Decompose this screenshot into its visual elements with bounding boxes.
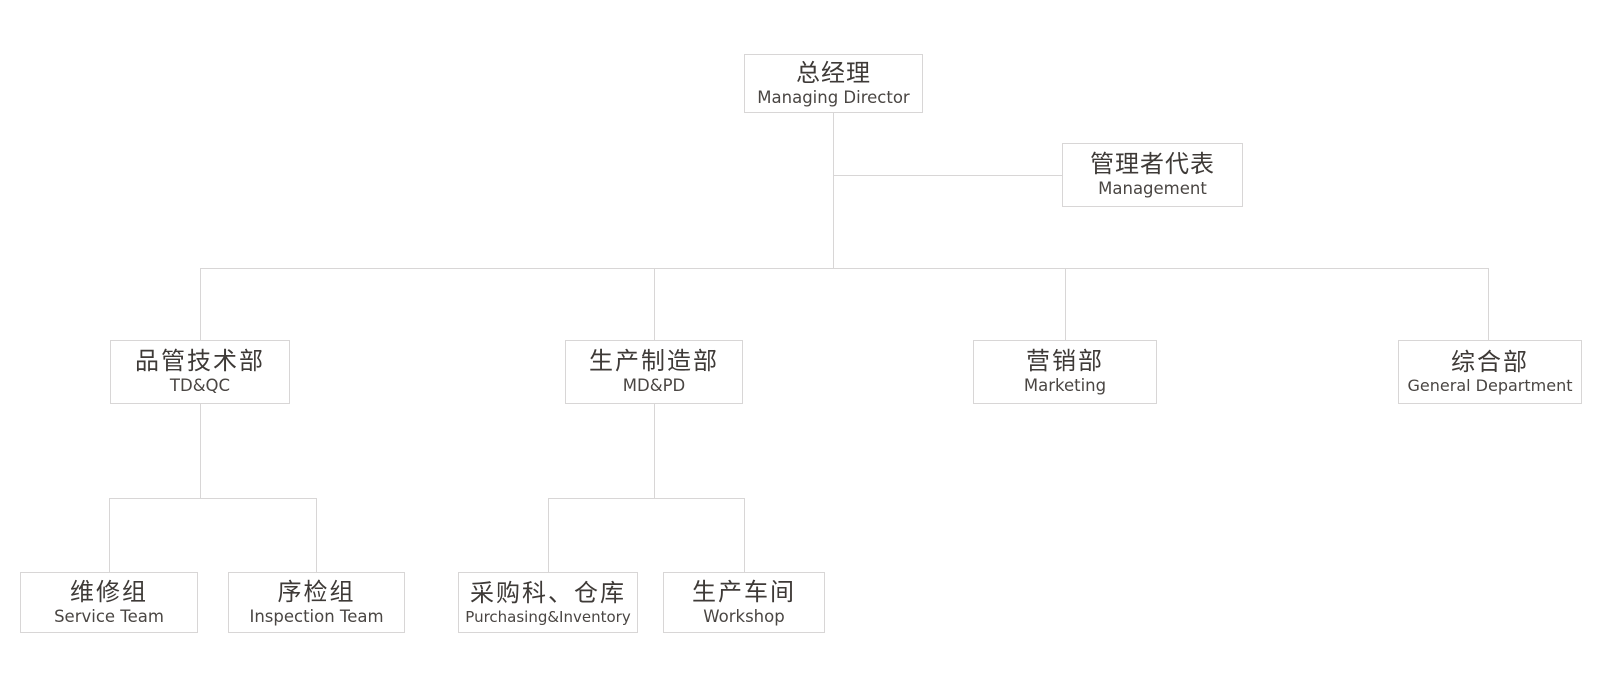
org-node-workshop: 生产车间 Workshop xyxy=(663,572,825,633)
node-title-zh: 营销部 xyxy=(1026,347,1104,376)
org-node-management: 管理者代表 Management xyxy=(1062,143,1243,207)
connector-drop-tdqc xyxy=(200,268,201,340)
org-node-managing-director: 总经理 Managing Director xyxy=(744,54,923,113)
node-title-en: MD&PD xyxy=(622,376,686,396)
node-title-zh: 维修组 xyxy=(70,577,148,606)
org-node-service-team: 维修组 Service Team xyxy=(20,572,198,633)
connector-trunk xyxy=(833,113,834,269)
node-title-en: Managing Director xyxy=(757,87,910,107)
node-title-en: Marketing xyxy=(1023,376,1107,396)
connector-drop-workshop xyxy=(744,498,745,572)
connector-drop-service-team xyxy=(109,498,110,572)
node-title-en: General Department xyxy=(1407,376,1573,396)
connector-level2-bus xyxy=(200,268,1489,269)
connector-drop-inspection-team xyxy=(316,498,317,572)
node-title-zh: 序检组 xyxy=(277,577,356,606)
org-node-purchasing-inventory: 采购科、仓库 Purchasing&Inventory xyxy=(458,572,638,633)
node-title-en: TD&QC xyxy=(169,376,231,396)
org-node-td-qc: 品管技术部 TD&QC xyxy=(110,340,290,404)
node-title-en: Inspection Team xyxy=(249,606,384,626)
connector-drop-purchasing xyxy=(548,498,549,572)
node-title-zh: 生产车间 xyxy=(692,577,796,606)
node-title-zh: 总经理 xyxy=(796,58,871,87)
node-title-zh: 生产制造部 xyxy=(589,347,719,376)
node-title-en: Purchasing&Inventory xyxy=(465,607,631,626)
node-title-zh: 管理者代表 xyxy=(1090,150,1215,179)
node-title-en: Management xyxy=(1098,179,1207,199)
connector-drop-marketing xyxy=(1065,268,1066,340)
node-title-zh: 综合部 xyxy=(1451,347,1529,376)
node-title-zh: 品管技术部 xyxy=(135,347,265,376)
org-node-inspection-team: 序检组 Inspection Team xyxy=(228,572,405,633)
connector-mdpd-bracket xyxy=(548,498,745,499)
connector-tdqc-bracket xyxy=(109,498,317,499)
connector-tdqc-stem xyxy=(200,404,201,498)
node-title-en: Workshop xyxy=(703,606,785,626)
node-title-zh: 采购科、仓库 xyxy=(470,578,626,607)
org-node-general-department: 综合部 General Department xyxy=(1398,340,1582,404)
connector-drop-mdpd xyxy=(654,268,655,340)
connector-management-branch xyxy=(833,175,1062,176)
node-title-en: Service Team xyxy=(54,606,164,626)
connector-mdpd-stem xyxy=(654,404,655,498)
connector-drop-general xyxy=(1488,268,1489,340)
org-node-marketing: 营销部 Marketing xyxy=(973,340,1157,404)
org-node-md-pd: 生产制造部 MD&PD xyxy=(565,340,743,404)
